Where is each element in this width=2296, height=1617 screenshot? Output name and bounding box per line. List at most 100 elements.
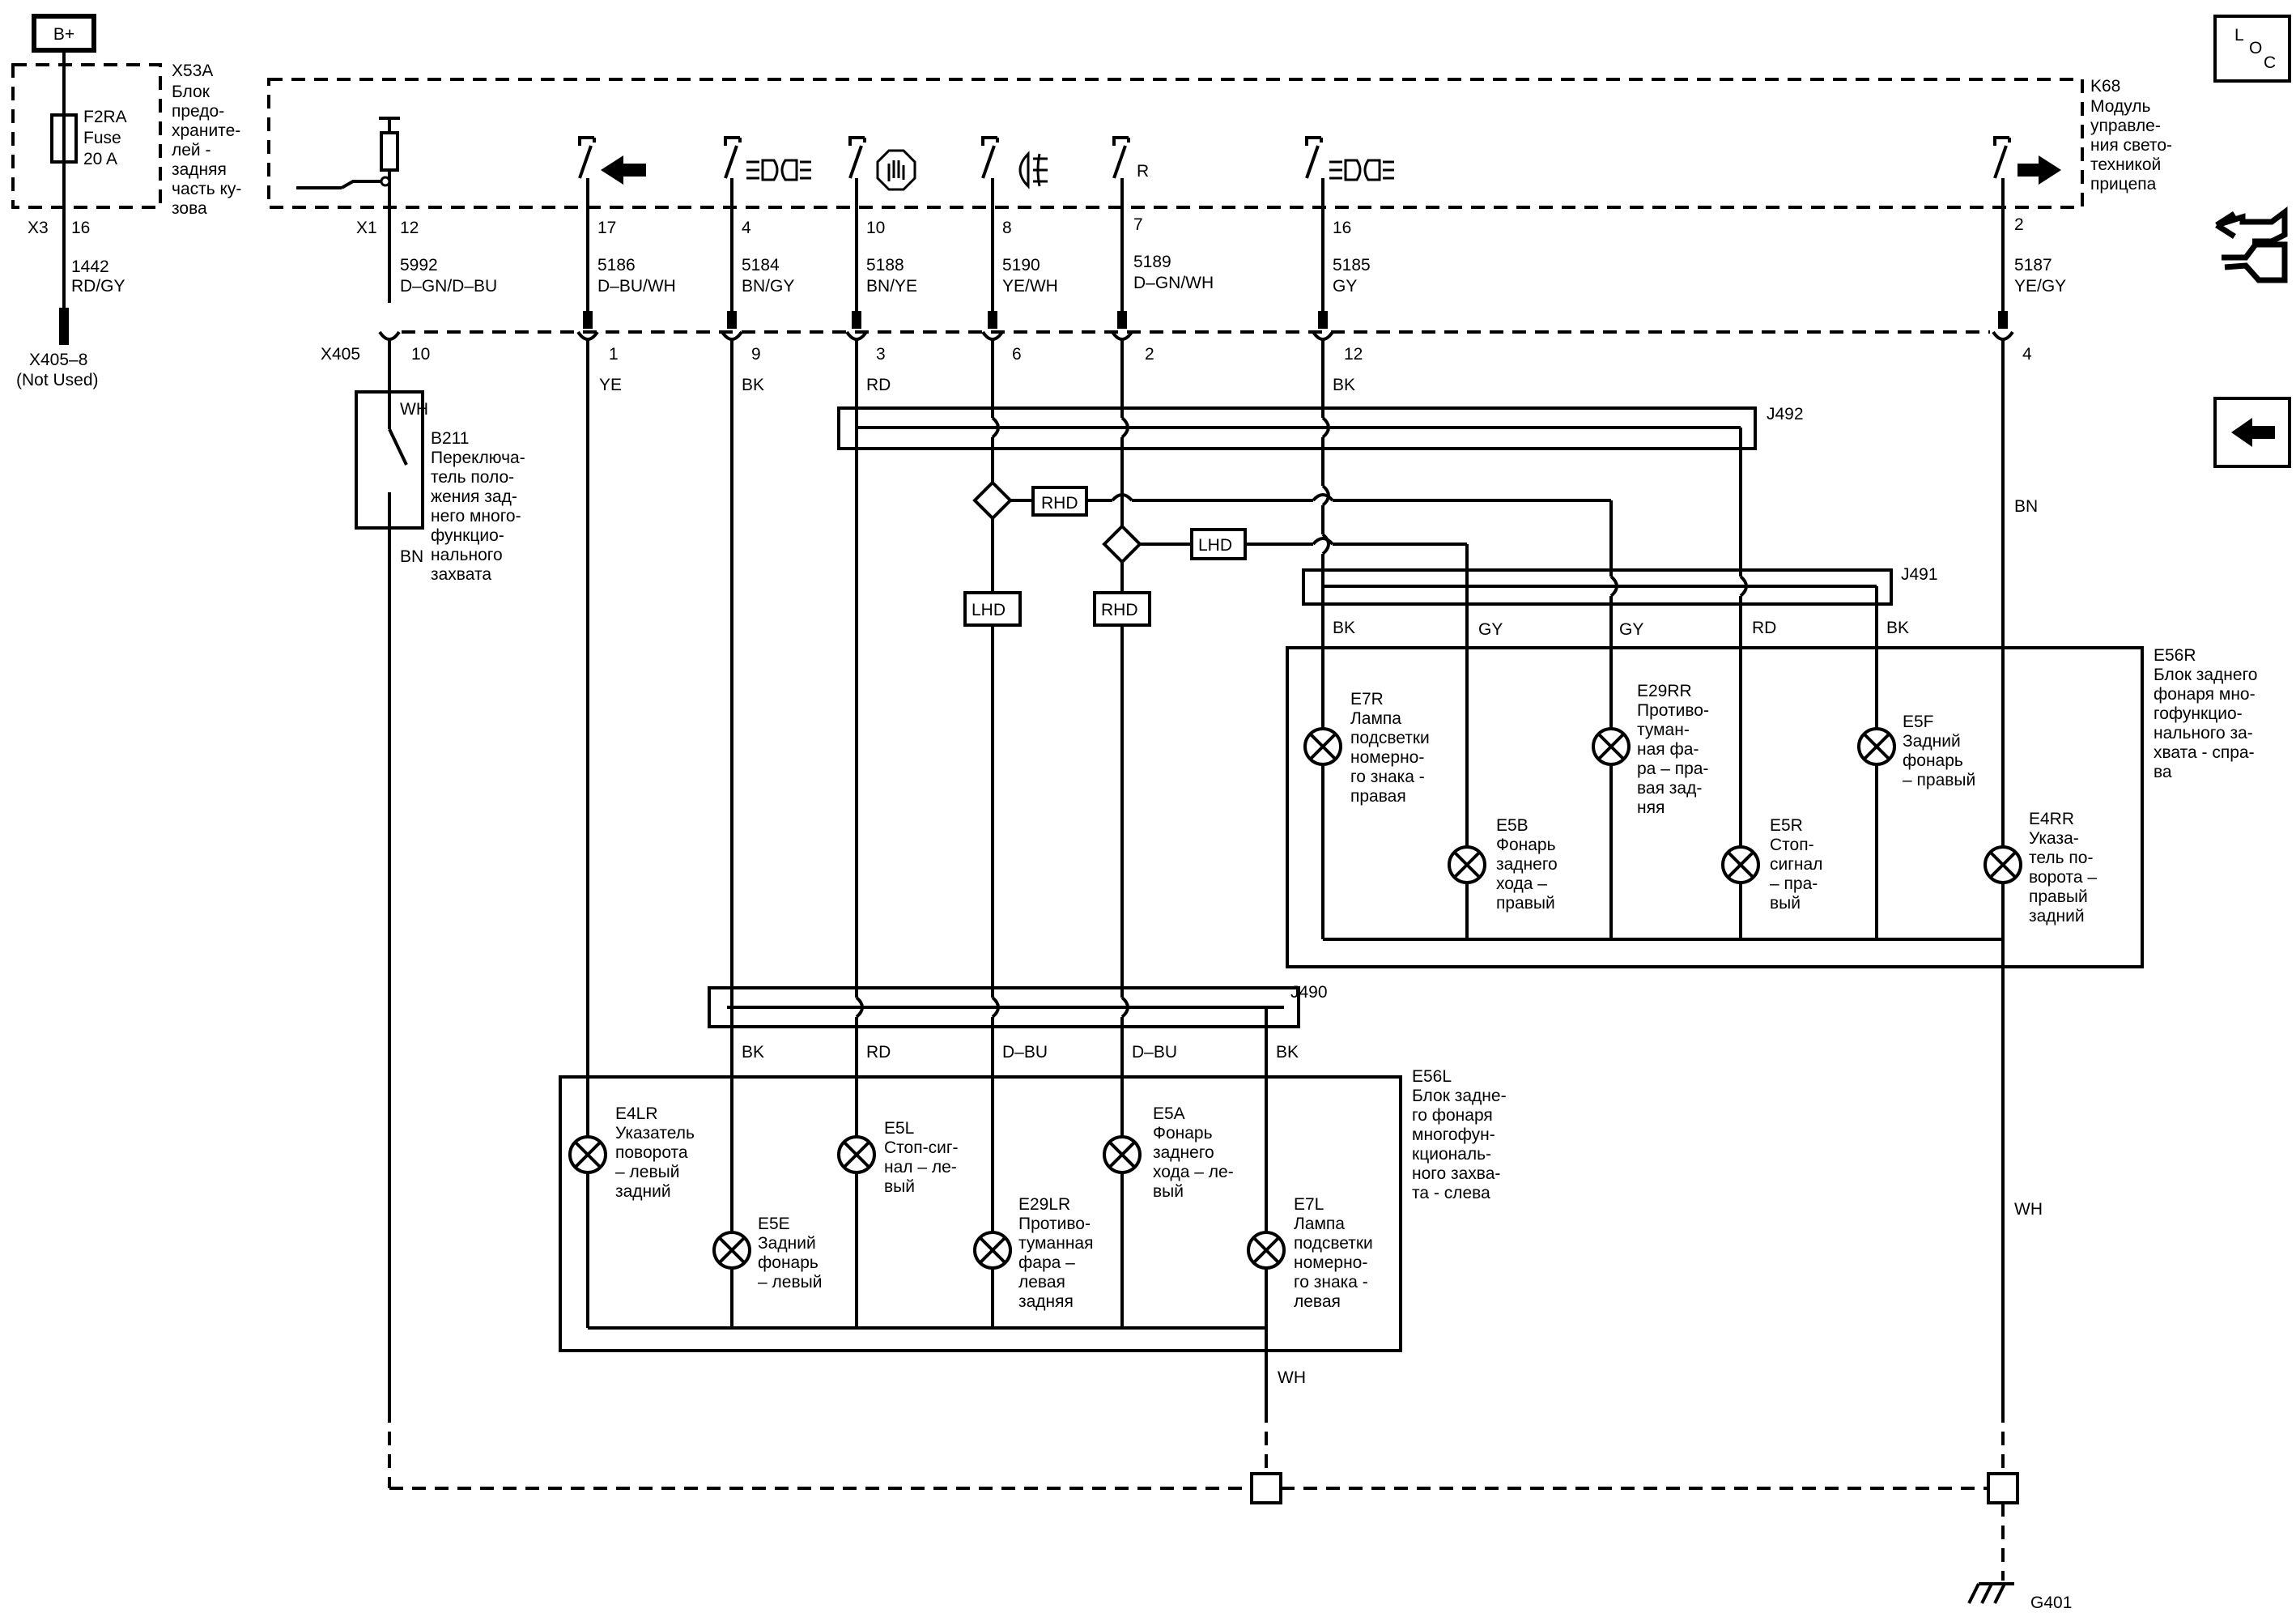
fog-lamp-icon: [1018, 151, 1048, 189]
j491-label: J491: [1901, 565, 1938, 584]
inline-pin: 4: [2022, 345, 2032, 364]
wire-color: BN/YE: [866, 277, 917, 296]
splice-j490: J490: [708, 983, 1328, 1028]
desc-line: хода – ле-: [1153, 1163, 1234, 1181]
fuse-block-desc: Блок предо- храните- лей - задняя часть …: [172, 83, 241, 218]
module-k68: K68 Модуль управле- ния свето- техникой …: [267, 77, 2172, 209]
pin-label: 4: [742, 219, 751, 237]
wire-color: BN/GY: [742, 277, 794, 296]
wire-id: 5188: [866, 256, 904, 274]
desc-line: ва: [2154, 763, 2172, 781]
desc-line: лей -: [172, 141, 211, 160]
splice-j491: J491: [1302, 565, 1938, 606]
switch-b211: B211 Переключа- тель поло- жения зад- не…: [355, 338, 525, 1488]
wire-color: D–BU/WH: [597, 277, 676, 296]
terminal-x405-8: [59, 308, 69, 345]
option-rhd-lower: RHD: [1101, 601, 1138, 619]
desc-line: Блок задне-: [1412, 1087, 1507, 1105]
desc-line: туманная: [1018, 1234, 1093, 1253]
battery-label: B+: [53, 25, 74, 44]
switch-pin-4: [724, 136, 742, 207]
lamp-ref: E5F: [1903, 713, 1934, 731]
desc-line: Фонарь: [1496, 836, 1556, 854]
desc-line: го знака -: [1294, 1273, 1368, 1291]
wire-id: 5187: [2014, 256, 2052, 274]
desc-line: Противо-: [1018, 1215, 1091, 1233]
desc-line: Указа-: [2029, 829, 2079, 848]
desc-line: ра – пра-: [1637, 760, 1708, 778]
turn-left-arrow-icon: [601, 155, 646, 185]
location-button[interactable]: L O C: [2213, 15, 2291, 83]
lamp-ref: E5R: [1770, 816, 1803, 835]
lamp-e5b-icon: [1448, 845, 1486, 884]
pin-label: 2: [2014, 215, 2024, 234]
desc-line: правый: [1496, 894, 1555, 913]
desc-line: туман-: [1637, 721, 1690, 739]
desc-line: фонаря мно-: [2154, 685, 2256, 704]
desc-line: предо-: [172, 102, 224, 121]
desc-line: заднего: [1496, 855, 1558, 874]
desc-line: сигнал: [1770, 855, 1822, 874]
ground-splice-right: [1987, 1472, 2019, 1504]
desc-line: управле-: [2090, 117, 2161, 135]
desc-line: го знака -: [1350, 768, 1425, 786]
desc-line: Указатель: [615, 1124, 695, 1143]
tail-lamp-icon: [746, 159, 811, 181]
desc-line: нального: [431, 546, 503, 564]
wire-color: D–BU: [1002, 1043, 1048, 1062]
back-button[interactable]: [2213, 397, 2291, 468]
desc-line: Блок заднего: [2154, 666, 2257, 684]
supply-wire-color: RD/GY: [71, 277, 125, 296]
wire-color: D–GN/WH: [1133, 274, 1214, 292]
turn-right-arrow-icon: [2018, 155, 2061, 185]
pin-label: 8: [1002, 219, 1012, 237]
lamp-e5l-icon: [837, 1135, 876, 1174]
wire-color: D–GN/D–BU: [400, 277, 497, 296]
inline-pin: 3: [876, 345, 886, 364]
ground-network: WH WH G401: [389, 1200, 2072, 1612]
desc-line: Противо-: [1637, 701, 1709, 720]
lamp-ref: E7L: [1294, 1195, 1324, 1214]
lamp-e4lr-icon: [568, 1135, 607, 1174]
desc-line: гофункцио-: [2154, 704, 2243, 723]
desc-line: номерно-: [1294, 1253, 1367, 1272]
lamp-e5f-icon: [1857, 727, 1896, 766]
option-lhd-lower: LHD: [972, 601, 1006, 619]
desc-line: – левый: [615, 1163, 679, 1181]
desc-line: Задний: [1903, 732, 1961, 751]
desc-line: задняя: [1018, 1292, 1074, 1311]
desc-line: фонарь: [1903, 751, 1963, 770]
desc-line: часть ку-: [172, 180, 241, 198]
below-color: YE: [599, 376, 622, 394]
tail-lamp-icon: [1329, 159, 1394, 181]
lamp-ref: E5B: [1496, 816, 1529, 835]
desc-line: – пра-: [1770, 874, 1818, 893]
wire-id: 5190: [1002, 256, 1040, 274]
module-pin-labels: X1 12 5992 D–GN/D–BU 17 5186 D–BU/WH 4 5…: [356, 215, 2066, 296]
lamp-block-e56l: E56L Блок задне- го фонаря многофун- кци…: [559, 1043, 1507, 1368]
ground-wire-color-left: WH: [1278, 1368, 1306, 1387]
desc-line: фара –: [1018, 1253, 1075, 1272]
connector-view-icon[interactable]: [2215, 206, 2288, 283]
below-color: BK: [742, 376, 764, 394]
wire-color: BK: [742, 1043, 764, 1062]
desc-line: тель по-: [2029, 849, 2093, 867]
wire-color: BK: [1886, 619, 1909, 637]
inline-pin: 6: [1012, 345, 1022, 364]
inline-pin: 10: [411, 345, 430, 364]
desc-line: вый: [884, 1177, 915, 1196]
fuse-rating: 20 A: [83, 150, 117, 168]
desc-line: храните-: [172, 121, 240, 140]
pin-label: 7: [1133, 215, 1143, 234]
desc-line: нал – ле-: [884, 1158, 957, 1177]
supply-conn-ref: X3: [28, 219, 49, 237]
module-ref: K68: [2090, 77, 2120, 96]
e56r-ref: E56R: [2154, 646, 2196, 665]
desc-line: – правый: [1903, 771, 1975, 789]
desc-line: Стоп-: [1770, 836, 1814, 854]
desc-line: ния свето-: [2090, 136, 2172, 155]
desc-line: прицепа: [2090, 175, 2157, 194]
fuse-block-x53a: B+ F2RA Fuse 20 A X53A Блок предо- храни…: [11, 14, 241, 389]
desc-line: та - слева: [1412, 1184, 1490, 1202]
lamp-e5a-icon: [1103, 1135, 1142, 1174]
